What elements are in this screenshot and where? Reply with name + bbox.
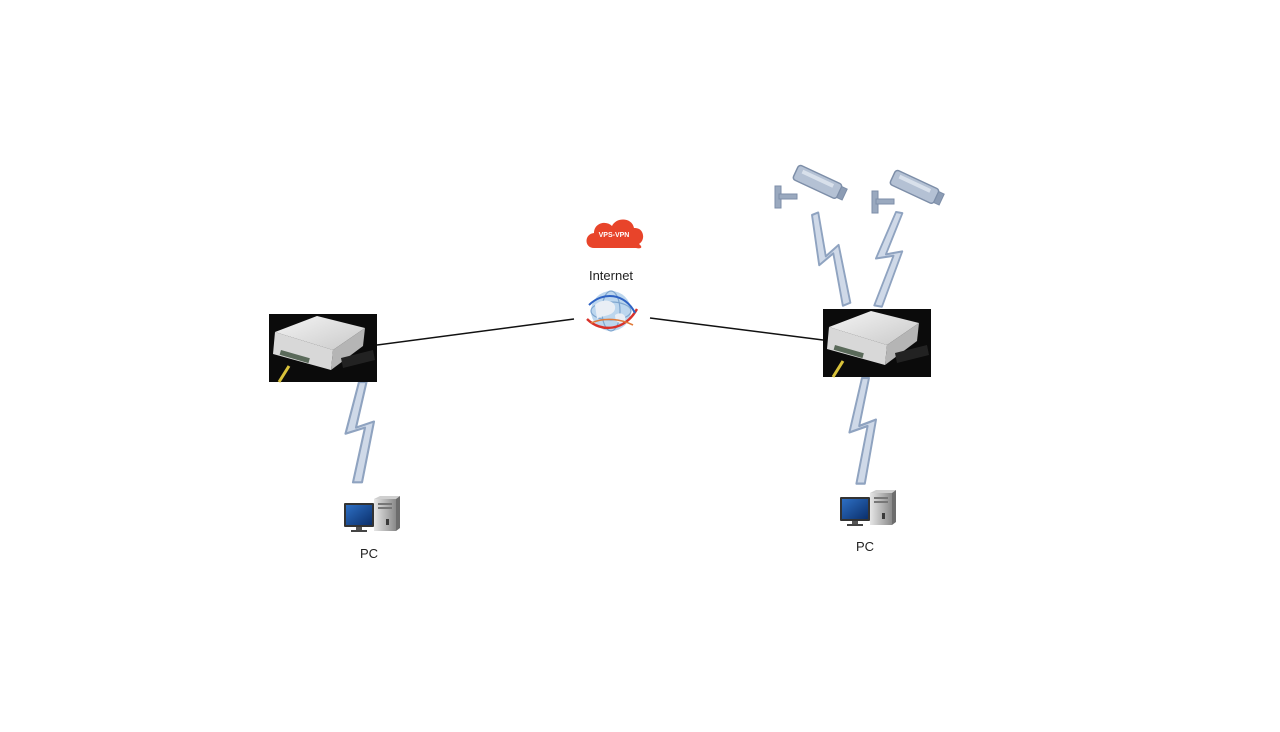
wireless-link-left-pc: [344, 380, 376, 484]
right-pc-label: PC: [856, 539, 874, 554]
wireless-link-right-pc: [848, 376, 878, 485]
wireless-link-camera-1: [799, 208, 862, 310]
vpn-cloud-label: VPS-VPN: [599, 232, 630, 239]
left-router-image: [267, 312, 379, 384]
wired-link-left: [376, 318, 575, 346]
left-desktop-computer-icon: [344, 496, 400, 532]
right-router-image: [821, 307, 933, 379]
left-pc-label: PC: [360, 546, 378, 561]
security-camera-icon: [871, 168, 946, 214]
wired-link-right: [649, 317, 824, 341]
right-desktop-computer-icon: [840, 490, 896, 526]
wireless-link-camera-2: [866, 208, 910, 310]
internet-label: Internet: [589, 268, 633, 283]
vpn-cloud-icon: VPS-VPN: [586, 219, 644, 249]
security-camera-icon: [774, 163, 849, 209]
globe-icon: [586, 290, 639, 332]
